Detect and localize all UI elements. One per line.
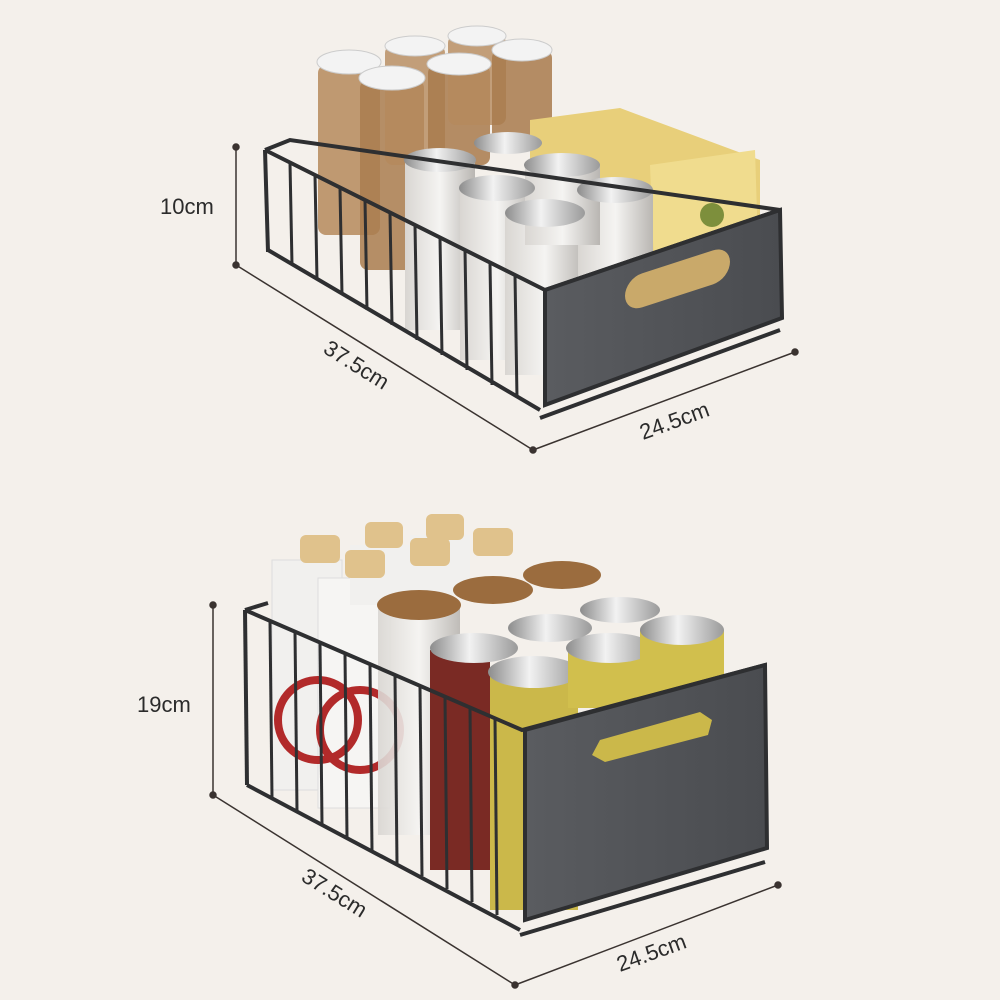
bottom-width-label: 24.5cm (613, 929, 689, 977)
basket-front-panel (539, 207, 785, 420)
bottom-basket (243, 514, 770, 937)
top-dimensions (232, 143, 799, 454)
bottom-height-label: 19cm (137, 692, 191, 717)
top-height-label: 10cm (160, 194, 214, 219)
cookie-jars (316, 25, 553, 270)
top-length-label: 37.5cm (319, 335, 393, 394)
top-width-label: 24.5cm (636, 397, 712, 445)
basket-front-panel (519, 662, 770, 937)
bottom-dimensions (209, 601, 782, 989)
top-basket (263, 25, 785, 420)
handle-cutout (625, 249, 730, 309)
basket-wire-side (243, 601, 766, 932)
